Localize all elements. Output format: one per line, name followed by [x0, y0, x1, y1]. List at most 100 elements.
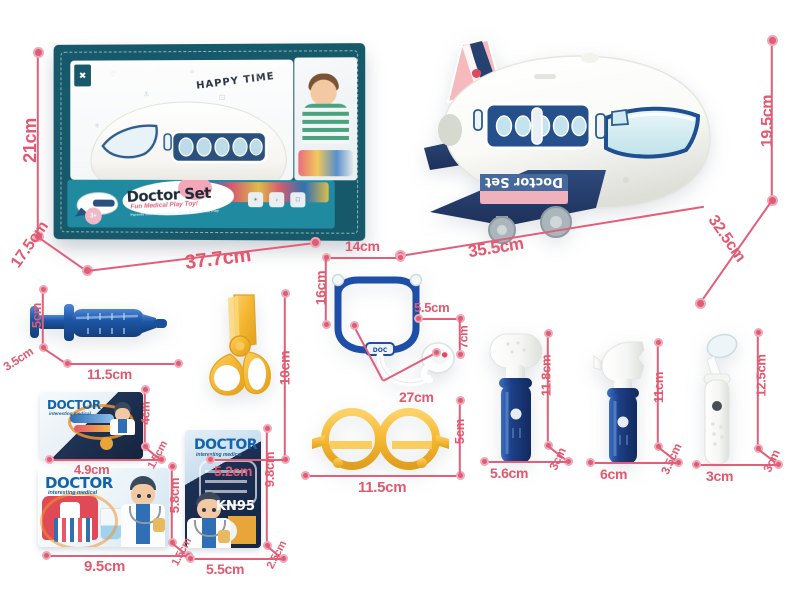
dim-label-cardlarge-height: 5.8cm	[167, 477, 183, 514]
storage-icon: ☐	[290, 192, 306, 208]
dim-label-cardsmall-height: 4cm	[138, 401, 153, 425]
card-title: DOCTOR	[45, 474, 113, 492]
heart-icon	[471, 69, 482, 78]
doctor-card-kn95: DOCTOR interesting medical KN95	[185, 430, 261, 548]
dim-dot	[455, 349, 465, 359]
gift-box: ✖ HAPPY TIME ♡ ⚓ ⚛ ⚀ ⚕ ⚜	[52, 43, 366, 241]
box-bottom-band: Doctor Set Fun Medical Play Toy! Parents…	[67, 179, 335, 229]
dim-dot	[431, 347, 441, 357]
dim-dot	[585, 457, 595, 467]
otoscope-handle	[609, 394, 637, 464]
card-ring-graphic	[40, 492, 118, 547]
doctor-eye-left	[202, 508, 206, 512]
stethoscope-badge-mark: DOC	[373, 347, 388, 354]
dim-line-mirror-width	[696, 464, 778, 466]
syringe-barrel	[72, 309, 144, 337]
dim-label-plane-height: 19.5cm	[759, 94, 777, 148]
toy-stethoscope: DOC	[331, 273, 455, 387]
dim-dot	[543, 440, 553, 450]
glasses-nosepad-left	[333, 458, 343, 468]
scissor-blade-left	[228, 296, 240, 348]
dim-dot	[205, 454, 215, 464]
glasses-lens-left	[321, 408, 383, 470]
scissor-hole-right	[248, 358, 266, 390]
age-badge: 3+	[85, 207, 102, 225]
dim-line-cardlarge-width	[46, 555, 188, 557]
dim-dot	[543, 328, 553, 338]
card-coin-graphic	[100, 437, 113, 450]
dim-label-mirror-width: 3cm	[706, 468, 734, 484]
dim-label-box-depth: 17.5cm	[7, 218, 52, 272]
card-tool-graphic-2	[74, 425, 114, 432]
dim-dot	[173, 358, 183, 368]
glasses-lens-right	[378, 408, 440, 470]
dim-label-steth-width: 14cm	[345, 238, 380, 254]
otoscope-head	[601, 341, 645, 383]
rear-door	[473, 109, 483, 131]
dim-dot	[32, 230, 44, 242]
front-door	[595, 113, 606, 139]
handle-logo-icon	[712, 401, 722, 411]
earpiece-left	[331, 273, 345, 287]
rear-engine	[438, 114, 462, 146]
mask-line	[205, 490, 247, 493]
doctor-card-small: DOCTOR interesting medical	[40, 392, 143, 459]
stethoscope-right-arm	[376, 280, 420, 354]
dim-dot	[32, 46, 44, 58]
toy-otoscope	[593, 341, 645, 464]
dim-label-syringe-width: 11.5cm	[87, 366, 132, 382]
dim-dot	[140, 384, 150, 394]
handle-logo-icon	[510, 408, 522, 420]
syringe-tip	[142, 314, 156, 333]
dim-label-syringe-height: 5cm	[29, 302, 45, 329]
dim-label-syringe-depth: 3.5cm	[0, 344, 36, 374]
toy-glasses	[312, 408, 449, 470]
dim-label-kn95-width: 5.5cm	[206, 561, 245, 577]
glasses-temple-right	[436, 435, 449, 449]
barrel-highlight	[75, 314, 139, 320]
mask-graphic	[199, 460, 257, 506]
brand-chip-icon: ✖	[74, 64, 91, 87]
mask-line	[205, 480, 247, 483]
card-subtitle: interesting medical	[48, 490, 98, 496]
dim-label-steth-height: 16cm	[312, 270, 329, 306]
dim-dot	[753, 443, 763, 453]
dim-dot	[479, 456, 489, 466]
dim-dot	[44, 454, 54, 464]
card-subtitle: interesting medical	[196, 452, 242, 458]
doctor-face	[115, 408, 130, 421]
card-subtitle: interesting medical	[49, 411, 91, 416]
doctor-eye-left	[137, 494, 141, 498]
dim-dot	[309, 236, 321, 248]
dim-label-glasses-height: 5cm	[452, 418, 468, 445]
dim-dot	[766, 34, 778, 46]
toy-reflex-hammer	[489, 333, 543, 463]
doctor-hair	[114, 402, 131, 412]
glasses-temple-left	[312, 435, 325, 449]
mask-line	[205, 470, 247, 473]
doctor-shirt	[118, 419, 127, 433]
hammer-head-dots	[506, 341, 526, 354]
child-face	[310, 79, 337, 106]
dim-label-cardlarge-width: 9.5cm	[84, 558, 126, 575]
otoscope-speculum	[593, 355, 603, 371]
dim-line-scissors-width	[210, 459, 285, 461]
side-window	[611, 108, 630, 126]
chestpiece-heart-icon	[441, 352, 448, 358]
doctor-face	[131, 484, 155, 505]
earpiece-right	[409, 273, 423, 287]
dim-dot	[653, 337, 663, 347]
dim-label-kn95-height: 9.8cm	[262, 451, 278, 488]
dim-dot	[766, 194, 778, 206]
dim-dot	[262, 423, 272, 433]
dim-line-glasses-width	[305, 475, 460, 477]
dim-dot	[167, 461, 177, 471]
panel-line	[534, 74, 556, 79]
dim-line-chestpiece-width	[418, 318, 460, 320]
dim-dot	[41, 550, 51, 560]
dim-dot	[413, 313, 423, 323]
sound-icon: ♪	[269, 192, 285, 208]
card-title: DOCTOR	[194, 437, 258, 453]
card-title: DOCTOR	[47, 398, 101, 412]
doodle-icon: ⚕	[255, 72, 259, 80]
